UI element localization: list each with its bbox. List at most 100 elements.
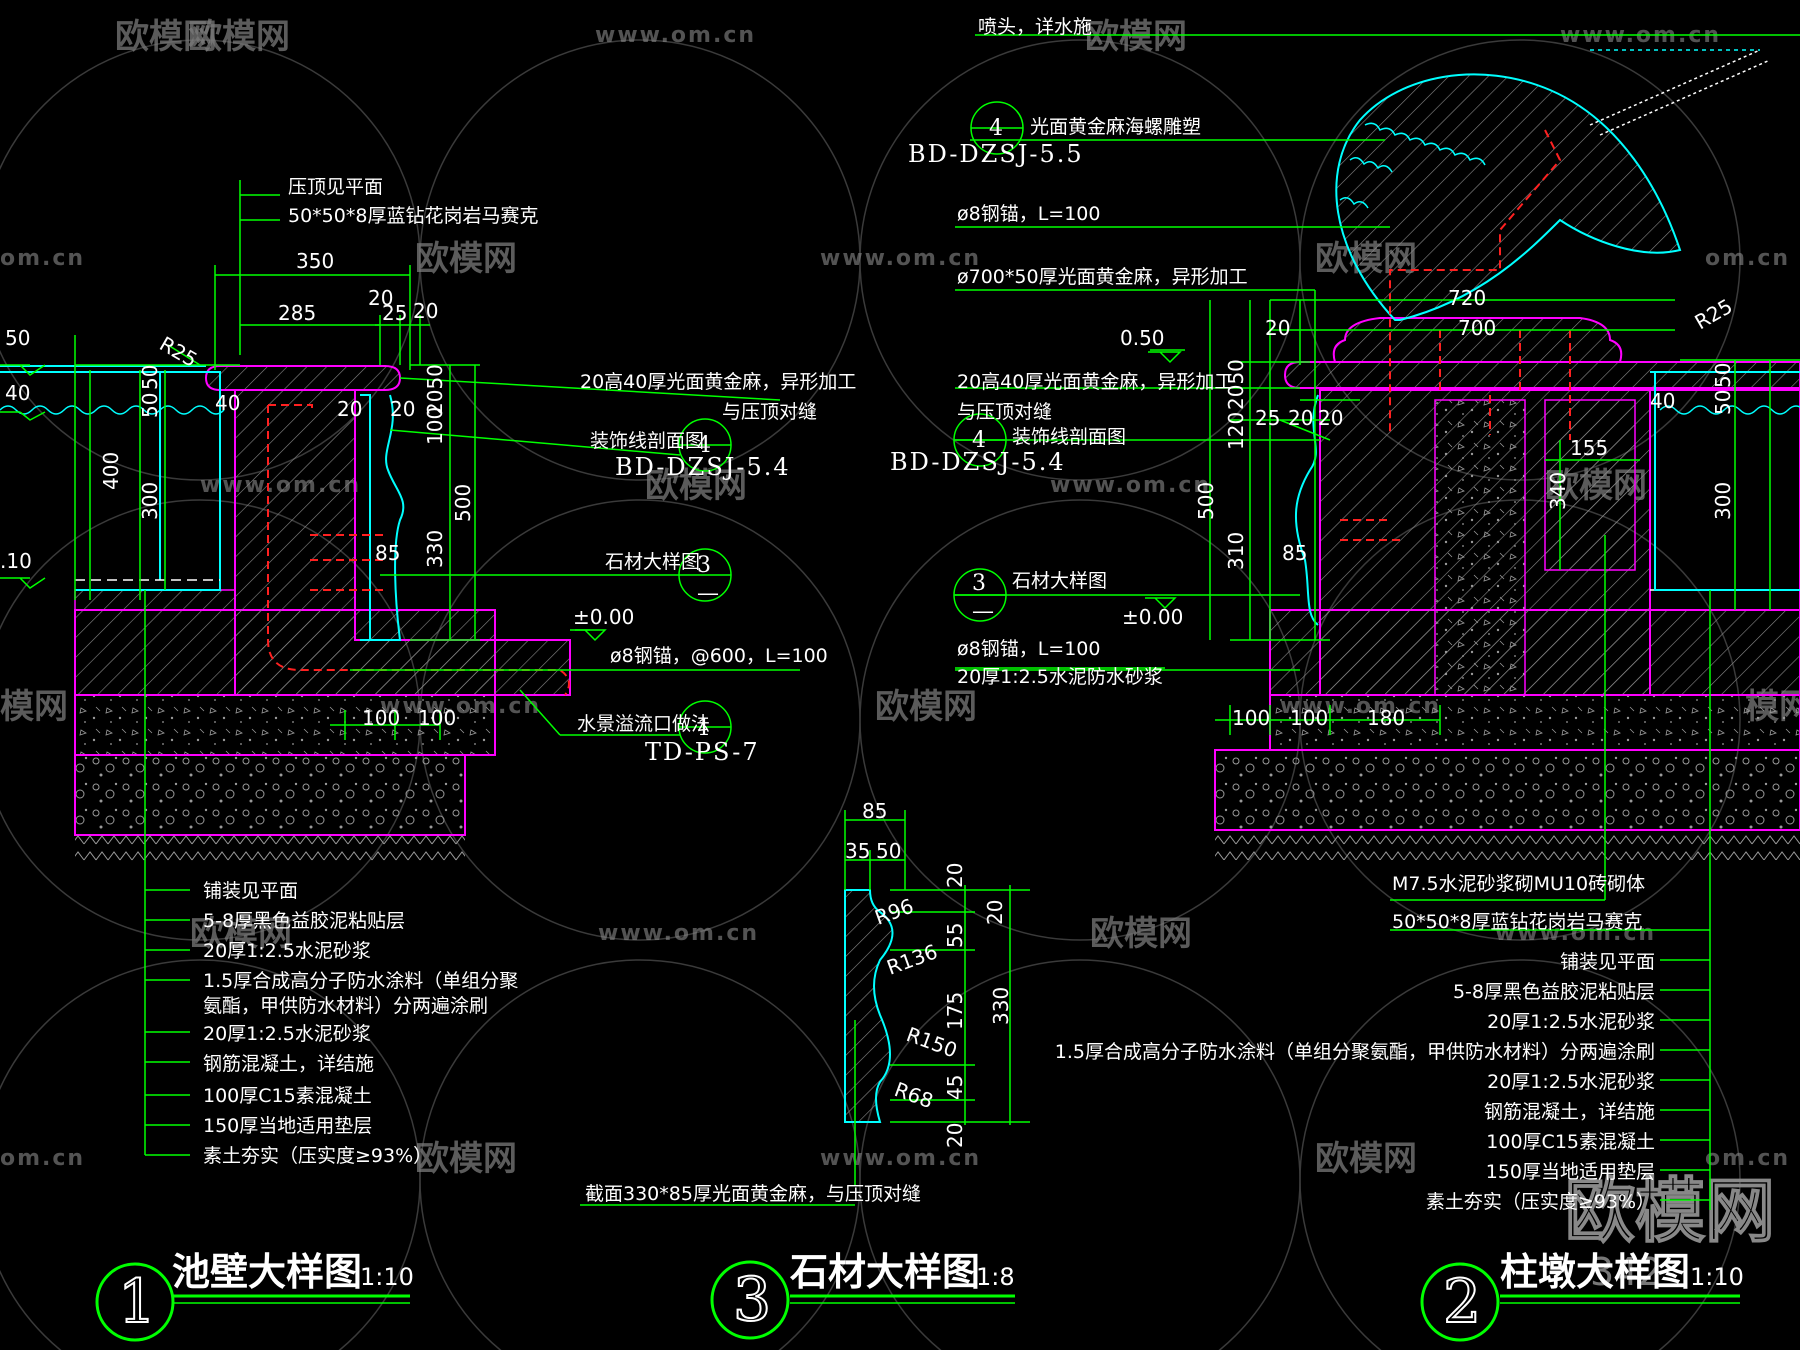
layer-mortar-a: 20厚1:2.5水泥砂浆 <box>203 940 371 962</box>
rebar-lines <box>267 404 570 696</box>
watermark-brand: 欧模网 <box>415 239 517 279</box>
dim-v-55: 55 <box>943 923 967 948</box>
watermark-url: www.om.cn <box>598 921 759 946</box>
radius-r136: R136 <box>884 939 941 979</box>
title-number-2: 2 <box>1443 1267 1481 1337</box>
dim-v-50a: 50 <box>138 365 162 390</box>
dim-v-20b: 20 <box>943 1123 967 1148</box>
dim-v-330: 330 <box>989 987 1013 1025</box>
ref-dzsj55: BD-DZSJ-5.5 <box>908 140 1084 168</box>
section1-callout-circles <box>678 418 732 754</box>
watermark-brand: 欧模网 <box>115 17 217 57</box>
dim-20b: 20 <box>413 299 438 323</box>
pier-elev-marker-a <box>1148 351 1182 364</box>
note-anchor-bottom: ø8钢锚，L=100 <box>957 638 1100 660</box>
watermark-url: www.om.cn <box>820 246 981 271</box>
pier-layer-bedding: 150厚当地适用垫层 <box>1486 1161 1655 1183</box>
elev-40: 40 <box>5 381 30 405</box>
dim-700: 700 <box>1458 316 1496 340</box>
pier-layer-soil: 素土夯实（压实度≥93%） <box>1426 1191 1655 1213</box>
section3-stone-detail: 85 35 50 R96 R136 R150 R68 20 55 175 45 … <box>580 799 1030 1206</box>
layer-waterproof-cont: 氨酯，甲供防水材料）分两遍涂刷 <box>203 995 488 1017</box>
pier-water-surface <box>1659 405 1800 415</box>
section1-dimension-lines <box>0 180 800 1156</box>
spray-nozzle-marks <box>1589 49 1771 136</box>
watermark-brand: 欧模网 <box>1085 17 1187 57</box>
dim-v-2050-p: 2050 <box>1224 359 1248 410</box>
drawing-title-1: 1 池壁大样图 1:10 <box>95 1250 414 1342</box>
pier-layer-mortar-a: 20厚1:2.5水泥砂浆 <box>1487 1011 1655 1033</box>
watermark-url: www.om.cn <box>1495 921 1656 946</box>
watermark-brand: 欧模网 <box>415 1139 517 1179</box>
callout-num-4: 4 <box>697 433 711 458</box>
callout-num-1: 1 <box>697 716 711 741</box>
dim-25: 25 <box>382 301 407 325</box>
title-number-3: 3 <box>733 1265 771 1335</box>
pier-layer-adhesive: 5-8厚黑色益胶泥粘贴层 <box>1453 981 1655 1003</box>
note-coping-plan: 压顶见平面 <box>288 176 383 198</box>
layer-mortar-b: 20厚1:2.5水泥砂浆 <box>203 1023 371 1045</box>
dim-v-45: 45 <box>943 1075 967 1100</box>
dim-20d: 20 <box>390 397 415 421</box>
note-anchor-top: ø8钢锚，L=100 <box>957 203 1100 225</box>
watermark-logo: 欧模网 <box>115 17 217 57</box>
ref-num-3: 3 <box>972 571 986 596</box>
layer-paving: 铺装见平面 <box>203 880 298 902</box>
title-scale-2: 1:10 <box>1690 1263 1744 1291</box>
watermark-url-cut: om.cn <box>1705 246 1790 271</box>
layer-rc: 钢筋混凝土，详结施 <box>203 1053 374 1075</box>
layer-waterproof: 1.5厚合成高分子防水涂料（单组分聚 <box>203 970 518 992</box>
watermark-url: www.om.cn <box>595 23 756 48</box>
callout-ref-dash: — <box>697 581 719 606</box>
right-pool-wall <box>1649 389 1800 611</box>
elev-10: .10 <box>0 549 32 573</box>
watermark-code: 342 <box>1590 1250 1663 1294</box>
dim-v-500-p: 500 <box>1194 482 1218 520</box>
dim-100-pb: 100 <box>1290 706 1328 730</box>
dim-v-20a: 20 <box>943 863 967 888</box>
watermark-url-cut: om.cn <box>0 1146 85 1171</box>
dim-20-p2: 20 <box>1318 406 1343 430</box>
layer-bedding: 150厚当地适用垫层 <box>203 1115 372 1137</box>
dim-v-120: 120 <box>1224 412 1248 450</box>
radius-r96: R96 <box>872 894 917 930</box>
dim-v-50-pa: 50 <box>1711 363 1735 388</box>
drawing-title-3: 3 石材大样图 1:8 <box>710 1250 1015 1340</box>
dim-285: 285 <box>278 301 316 325</box>
dim-50: 50 <box>876 839 901 863</box>
watermark-brand: 欧模网 <box>875 687 977 727</box>
dim-v-400: 400 <box>99 452 123 490</box>
pier-elev-zero: ±0.00 <box>1122 605 1183 629</box>
water-surface-line <box>0 405 225 415</box>
title-text-1: 池壁大样图 <box>172 1250 362 1294</box>
pier-rebar-lines <box>1340 129 1571 541</box>
callout-stone-detail: 石材大样图 <box>605 551 700 573</box>
dim-20-top: 20 <box>1265 316 1290 340</box>
title-scale-3: 1:8 <box>976 1263 1015 1291</box>
dim-v-50b: 50 <box>138 393 162 418</box>
ref-dzsj54: BD-DZSJ-5.4 <box>890 448 1066 476</box>
section2-callout-circles <box>953 101 1024 622</box>
compacted-soil <box>75 835 465 865</box>
dim-v-50-pb: 50 <box>1711 390 1735 415</box>
section3-dimension-lines <box>580 810 1030 1206</box>
title-circle-3 <box>710 1260 790 1340</box>
section2-dimension-lines <box>955 34 1800 1210</box>
note-disc: ø700*50厚光面黄金麻，异形加工 <box>957 266 1248 288</box>
shell-ridges <box>1339 49 1760 209</box>
pool-wall-concrete <box>234 389 571 696</box>
dim-v-330: 330 <box>423 530 447 568</box>
dim-v-175: 175 <box>943 992 967 1030</box>
pier-layer-waterproof: 1.5厚合成高分子防水涂料（单组分聚氨酯，甲供防水材料）分两遍涂刷 <box>1055 1041 1655 1063</box>
dim-20c: 20 <box>337 397 362 421</box>
title-circle-2 <box>1420 1262 1500 1342</box>
elev-50: 50 <box>5 326 30 350</box>
layer-adhesive: 5-8厚黑色益胶泥粘贴层 <box>203 910 405 932</box>
callout-anchor: ø8钢锚，@600，L=100 <box>610 645 828 667</box>
dim-25-p: 25 <box>1255 406 1280 430</box>
dim-180: 180 <box>1367 706 1405 730</box>
callout-ref-dzsj54: BD-DZSJ-5.4 <box>615 453 791 481</box>
callout-num-3: 3 <box>697 553 711 578</box>
watermark-brand: 欧模网 <box>1315 1139 1417 1179</box>
dim-v-300: 300 <box>138 482 162 520</box>
